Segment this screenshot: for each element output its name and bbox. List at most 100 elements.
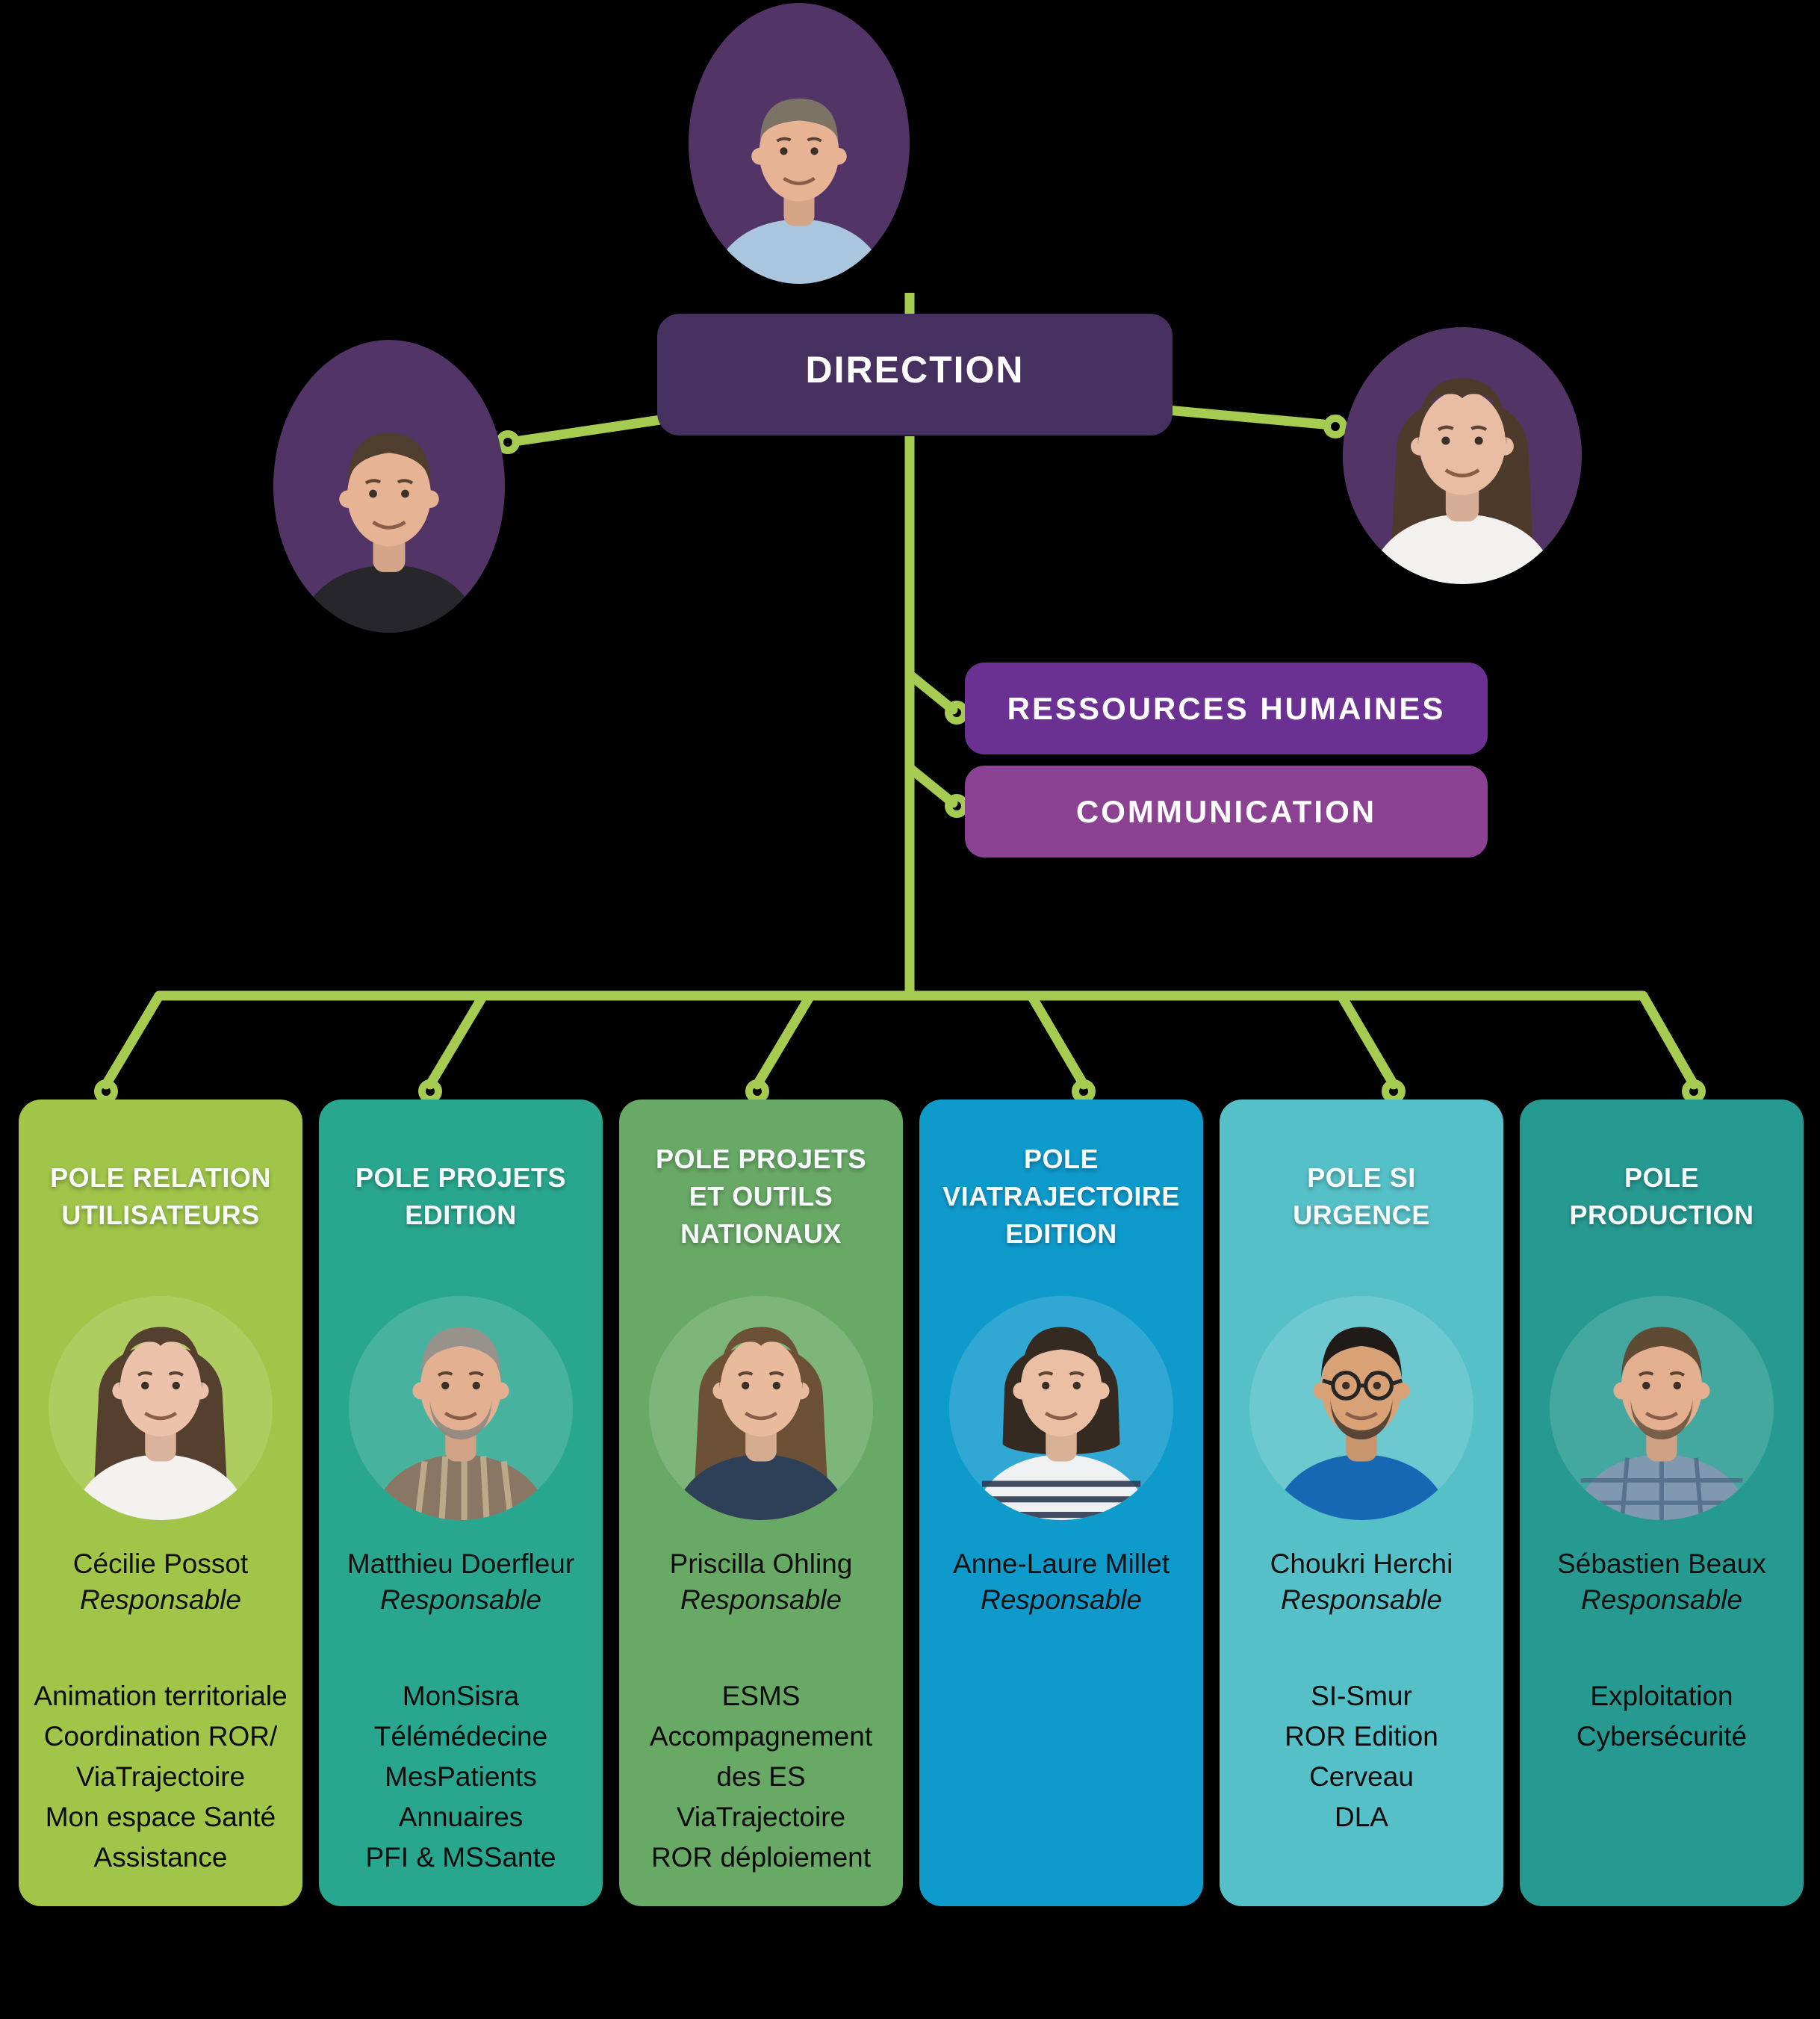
pole-title-line: PRODUCTION <box>1569 1200 1754 1230</box>
dot-pole-5 <box>1382 1079 1406 1103</box>
pole-responsable-role: Responsable <box>1281 1584 1442 1615</box>
pole-responsable-name: Matthieu Doerfleur <box>347 1548 575 1579</box>
pole-mission-item: Accompagnement <box>649 1721 873 1752</box>
connector-right-deputy <box>1154 404 1329 429</box>
connector-pole-2 <box>425 990 488 1090</box>
pole-mission-item: PFI & MSSante <box>365 1842 556 1873</box>
pole-responsable-role: Responsable <box>380 1584 541 1615</box>
pole-title: POLE VIATRAJECTOIRE EDITION <box>925 1129 1197 1264</box>
pole-name-block: Matthieu Doerfleur Responsable <box>319 1546 603 1618</box>
connector-pole-4 <box>1026 990 1089 1090</box>
pole-mission-item: Coordination ROR/ <box>43 1721 278 1752</box>
pole-mission-item: MonSisra <box>402 1681 520 1711</box>
pole-name-block: Cécilie Possot Responsable <box>19 1546 302 1618</box>
pole-mission-item: DLA <box>1335 1802 1388 1832</box>
connector-rh-branch <box>904 669 958 715</box>
pole-mission-item: ROR déploiement <box>650 1842 872 1873</box>
pole-mission-item: ViaTrajectoire <box>75 1761 246 1792</box>
pole-title-line: UTILISATEURS <box>61 1200 260 1230</box>
pole-responsable-role: Responsable <box>680 1584 842 1615</box>
pole-name-block: Priscilla Ohling Responsable <box>619 1546 903 1618</box>
ressources-humaines-label: RESSOURCES HUMAINES <box>1007 690 1446 726</box>
pole-responsable-name: Anne-Laure Millet <box>953 1548 1170 1579</box>
deputy-left-photo <box>273 340 505 633</box>
pole-mission-item: des ES <box>716 1761 806 1792</box>
pole-photo <box>1550 1296 1774 1520</box>
pole-responsable-name: Sébastien Beaux <box>1557 1548 1766 1579</box>
pole-mission-item: Télémédecine <box>373 1721 548 1752</box>
pole-responsable-name: Choukri Herchi <box>1270 1548 1453 1579</box>
pole-photo <box>49 1296 273 1520</box>
pole-mission-item: Mon espace Santé <box>45 1802 276 1832</box>
pole-mission-item: SI-Smur <box>1311 1681 1412 1711</box>
deputy-right-photo <box>1343 327 1582 584</box>
connector-pole-3 <box>752 990 816 1090</box>
pole-mission-item: Annuaires <box>398 1802 524 1832</box>
connector-pole-5 <box>1336 990 1399 1090</box>
pole-title-line: POLE <box>1624 1162 1699 1193</box>
pole-card-1: POLE RELATION UTILISATEURS Cécilie Possot… <box>19 1100 302 1906</box>
dot-pole-3 <box>745 1079 769 1103</box>
pole-title-line: VIATRAJECTOIRE <box>942 1181 1180 1212</box>
pole-mission-item: Animation territoriale <box>34 1681 288 1711</box>
pole-card-6: POLE PRODUCTION Sébastien Beaux Responsab… <box>1520 1100 1804 1906</box>
pole-title-line: POLE SI <box>1307 1162 1416 1193</box>
pole-photo <box>349 1296 573 1520</box>
pole-responsable-role: Responsable <box>80 1584 241 1615</box>
connector-pole-6 <box>1638 990 1699 1090</box>
dot-right-deputy <box>1323 415 1347 438</box>
pole-name-block: Choukri Herchi Responsable <box>1220 1546 1503 1618</box>
pole-photo <box>949 1296 1173 1520</box>
pole-mission-item: MesPatients <box>385 1761 537 1792</box>
pole-mission-item: Cerveau <box>1309 1761 1414 1792</box>
pole-mission-item: Assistance <box>93 1842 228 1873</box>
pole-title-line: ET OUTILS <box>689 1181 833 1212</box>
dot-pole-6 <box>1682 1079 1706 1103</box>
pole-title-line: EDITION <box>405 1200 517 1230</box>
pole-card-4: POLE VIATRAJECTOIRE EDITION Anne-Laure Mil… <box>919 1100 1203 1906</box>
pole-title-line: EDITION <box>1005 1218 1117 1249</box>
dot-pole-4 <box>1072 1079 1096 1103</box>
pole-responsable-name: Cécilie Possot <box>72 1548 249 1579</box>
pole-responsable-name: Priscilla Ohling <box>669 1548 853 1579</box>
pole-name-block: Sébastien Beaux Responsable <box>1520 1546 1804 1618</box>
director-photo <box>689 3 910 284</box>
direction-label: DIRECTION <box>805 348 1025 391</box>
connector-pole-1 <box>101 990 164 1090</box>
communication-label: COMMUNICATION <box>1075 793 1377 829</box>
connector-comm-branch <box>904 763 958 808</box>
dot-pole-2 <box>418 1079 442 1103</box>
dot-left-deputy <box>496 430 520 454</box>
ressources-humaines-box: RESSOURCES HUMAINES <box>965 663 1488 754</box>
pole-title: POLE PRODUCTION <box>1526 1129 1798 1264</box>
pole-title-line: POLE PROJETS <box>655 1144 867 1174</box>
pole-title: POLE RELATION UTILISATEURS <box>25 1129 296 1264</box>
pole-title-line: POLE <box>1023 1144 1099 1174</box>
pole-title-line: URGENCE <box>1293 1200 1430 1230</box>
pole-photo <box>1249 1296 1473 1520</box>
pole-title: POLE PROJETS EDITION <box>325 1129 597 1264</box>
pole-mission-item: ViaTrajectoire <box>676 1802 846 1832</box>
pole-responsable-role: Responsable <box>1581 1584 1742 1615</box>
pole-title-line: POLE PROJETS <box>355 1162 567 1193</box>
pole-mission-item: ROR Edition <box>1285 1721 1438 1752</box>
pole-responsable-role: Responsable <box>981 1584 1142 1615</box>
dot-pole-1 <box>94 1079 118 1103</box>
connector-left-deputy <box>515 413 676 446</box>
communication-box: COMMUNICATION <box>965 766 1488 857</box>
pole-photo <box>649 1296 873 1520</box>
pole-title: POLE SI URGENCE <box>1226 1129 1497 1264</box>
pole-mission-item: Exploitation <box>1590 1681 1733 1711</box>
pole-mission-item: Cybersécurité <box>1576 1721 1748 1752</box>
pole-title-line: POLE RELATION <box>50 1162 271 1193</box>
direction-box: DIRECTION <box>657 314 1173 435</box>
